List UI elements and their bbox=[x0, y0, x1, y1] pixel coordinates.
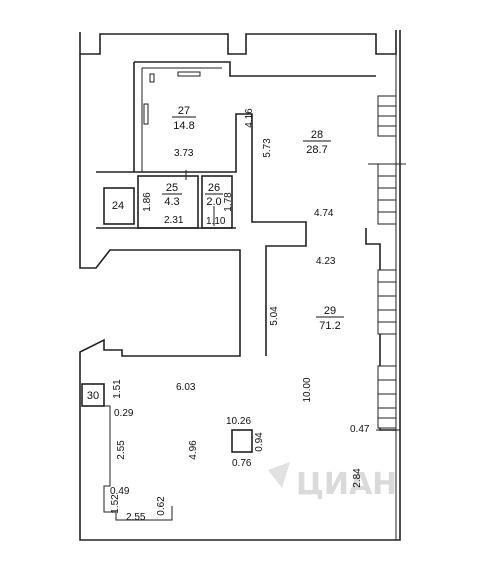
dim-label: 10.00 bbox=[302, 377, 313, 402]
dim-label: 4.74 bbox=[314, 208, 334, 219]
dim-label: 0.76 bbox=[232, 458, 252, 469]
svg-text:26: 26 bbox=[208, 182, 220, 194]
svg-text:24: 24 bbox=[112, 200, 124, 212]
svg-text:29: 29 bbox=[324, 305, 336, 317]
dim-label: 1.86 bbox=[142, 192, 153, 212]
dim-label: 2.31 bbox=[164, 215, 184, 226]
room-label-24: 24 bbox=[112, 200, 124, 212]
dim-label: 4.16 bbox=[244, 108, 255, 128]
room-label-30: 30 bbox=[87, 390, 99, 402]
svg-text:25: 25 bbox=[166, 182, 178, 194]
svg-text:4.3: 4.3 bbox=[164, 196, 179, 208]
dim-label: 1.52 bbox=[110, 494, 121, 514]
dim-label: 5.04 bbox=[269, 306, 280, 326]
dimension-labels: 4.16 3.73 5.73 1.86 2.31 1.78 1.10 4.74 … bbox=[110, 108, 370, 523]
svg-text:71.2: 71.2 bbox=[319, 320, 340, 332]
dim-label: 4.23 bbox=[316, 256, 336, 267]
dim-label: 6.03 bbox=[176, 382, 196, 393]
dim-label: 0.94 bbox=[254, 432, 265, 452]
svg-text:27: 27 bbox=[178, 105, 190, 117]
dim-label: 2.55 bbox=[116, 440, 127, 460]
dim-label: 2.55 bbox=[126, 512, 146, 523]
watermark-logo: ЦИАН bbox=[268, 462, 397, 502]
doors bbox=[185, 170, 215, 226]
dim-label: 5.73 bbox=[262, 138, 273, 158]
dim-label: 2.84 bbox=[352, 468, 363, 488]
dim-label: 0.49 bbox=[110, 486, 130, 497]
room-label-25: 25 4.3 bbox=[162, 182, 182, 208]
dim-label: 1.10 bbox=[206, 216, 226, 227]
dim-label: 0.29 bbox=[114, 408, 134, 419]
dim-label: 0.47 bbox=[350, 424, 370, 435]
watermark-text: ЦИАН bbox=[296, 467, 397, 502]
svg-text:14.8: 14.8 bbox=[173, 120, 194, 132]
dim-label: 1.78 bbox=[223, 192, 234, 212]
svg-text:28: 28 bbox=[311, 129, 323, 141]
room-label-28: 28 28.7 bbox=[303, 129, 331, 156]
interior-walls bbox=[81, 61, 400, 521]
watermark-icon bbox=[268, 462, 290, 488]
room-27-fixtures bbox=[143, 71, 201, 125]
svg-text:28.7: 28.7 bbox=[306, 144, 327, 156]
dim-label: 3.73 bbox=[174, 148, 194, 159]
svg-text:30: 30 bbox=[87, 390, 99, 402]
room-label-29: 29 71.2 bbox=[316, 305, 344, 332]
svg-text:2.0: 2.0 bbox=[206, 196, 221, 208]
dim-label: 1.51 bbox=[112, 379, 123, 399]
dim-label: 4.96 bbox=[188, 440, 199, 460]
dim-label: 0.62 bbox=[156, 496, 167, 516]
windows-right bbox=[368, 95, 406, 429]
room-label-27: 27 14.8 bbox=[172, 105, 196, 132]
dim-label: 10.26 bbox=[226, 416, 251, 427]
room-label-26: 26 2.0 bbox=[205, 182, 223, 208]
